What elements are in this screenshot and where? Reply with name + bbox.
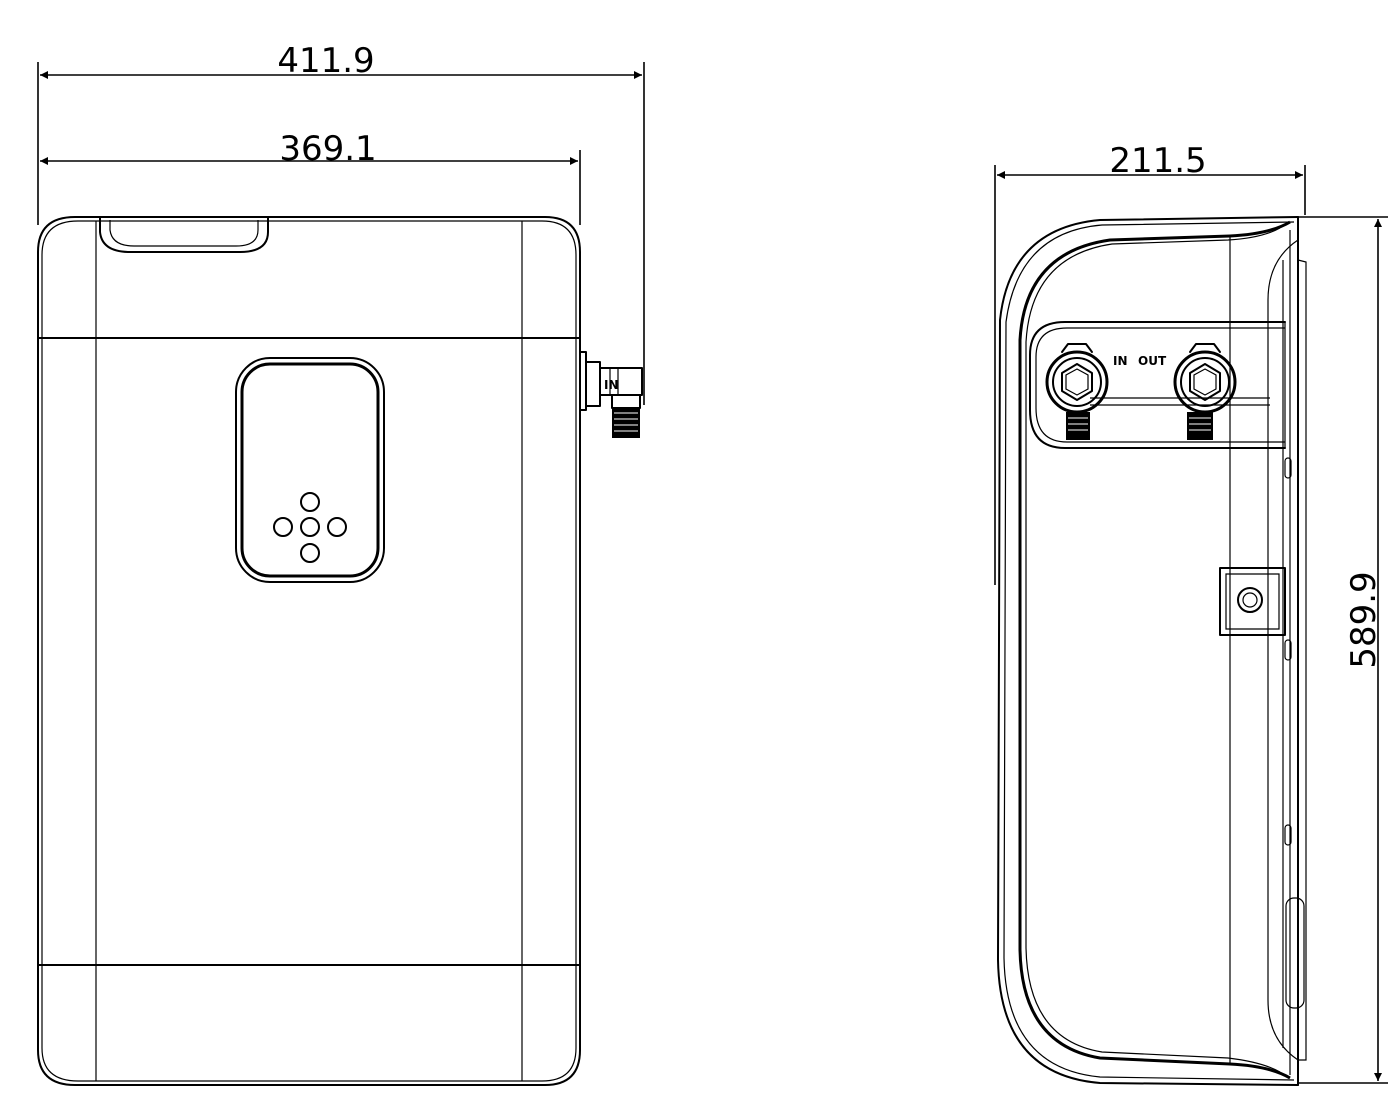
connection-panel: IN OUT [1029, 321, 1286, 449]
dimension-overall-width: 411.9 [37, 41, 645, 405]
side-inner-shell [1018, 220, 1291, 1080]
control-panel [235, 357, 385, 583]
inlet-fitting [1045, 343, 1109, 440]
dimension-height-label: 589.9 [1344, 571, 1384, 668]
dimension-depth-label: 211.5 [1109, 141, 1206, 181]
keypad-button-left [273, 517, 293, 537]
keypad-button-center [300, 517, 320, 537]
port-label-out: OUT [1138, 354, 1167, 368]
keypad-button-down [300, 543, 320, 563]
side-view: 211.5 589.9 [994, 141, 1388, 1086]
top-handle-recess [99, 217, 269, 253]
keypad-button-up [300, 492, 320, 512]
mounting-slot-2 [1284, 639, 1292, 661]
mounting-slot-1 [1284, 457, 1292, 479]
water-fitting: IN [579, 351, 643, 438]
front-view: 411.9 369.1 [37, 41, 645, 1086]
dimension-body-width: 369.1 [40, 129, 581, 225]
wall-bracket [1219, 567, 1286, 636]
fitting-label: IN [604, 378, 619, 392]
keypad-button-right [327, 517, 347, 537]
dimension-body-width-label: 369.1 [279, 129, 376, 169]
port-label-in: IN [1113, 354, 1128, 368]
mounting-slot-4 [1285, 897, 1305, 1009]
side-housing-outline [997, 216, 1299, 1086]
mounting-slot-3 [1284, 824, 1292, 846]
dimension-overall-width-label: 411.9 [277, 41, 374, 81]
front-housing-outline [37, 216, 581, 1086]
dimension-depth: 211.5 [994, 141, 1306, 585]
outlet-fitting [1173, 343, 1237, 440]
dimension-height: 589.9 [1298, 216, 1388, 1084]
